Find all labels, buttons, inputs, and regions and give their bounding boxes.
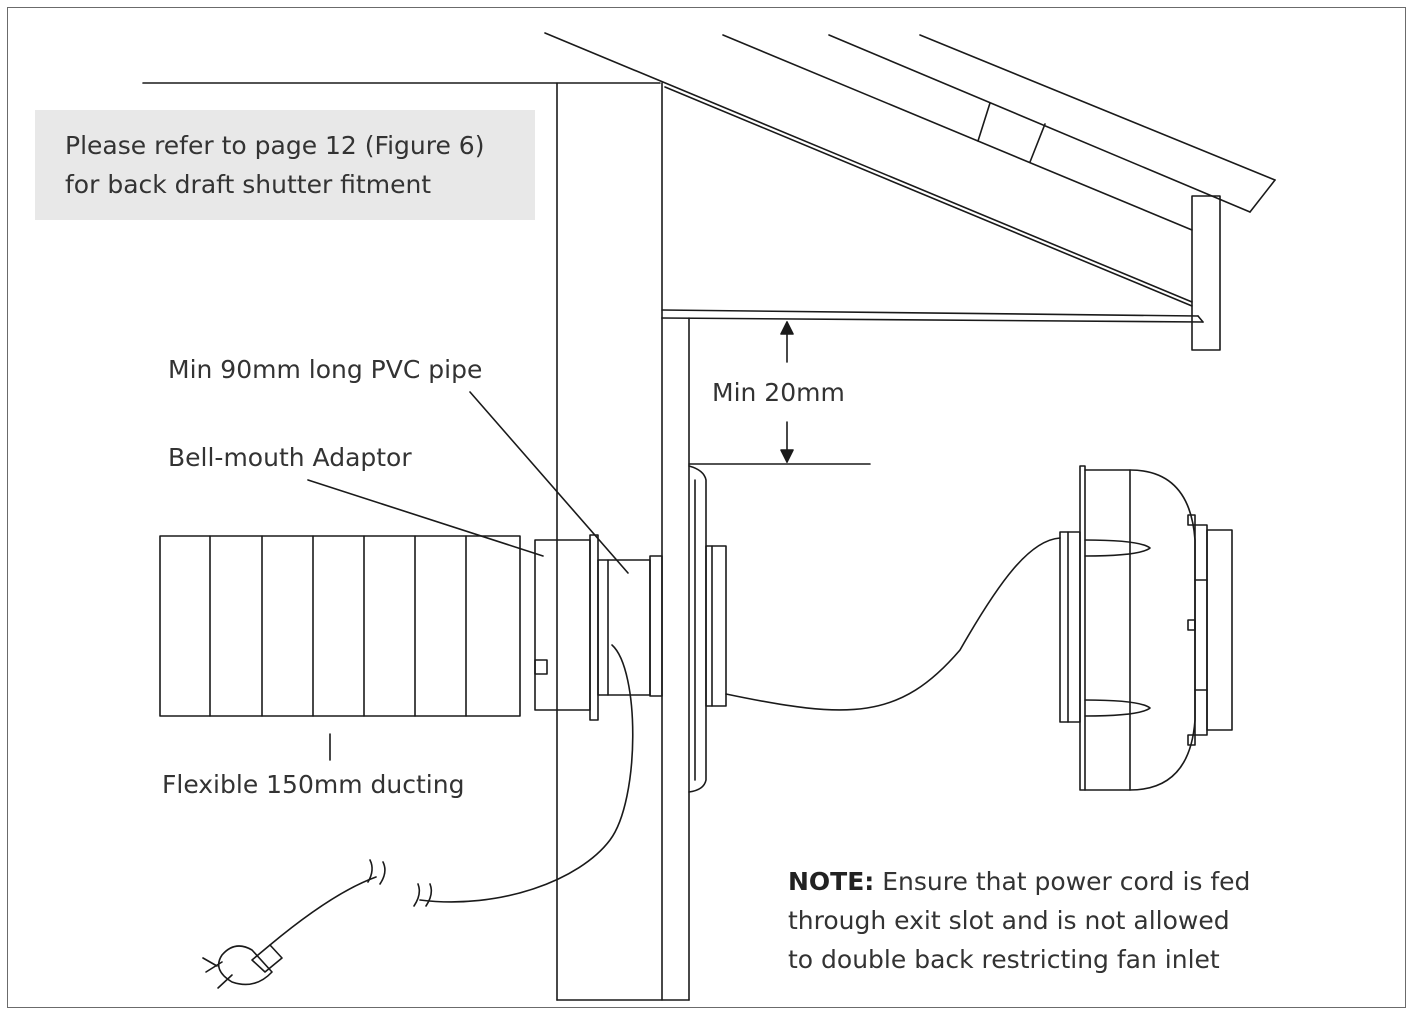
info-box-line1: Please refer to page 12 (Figure 6)	[65, 131, 485, 160]
pvc-pipe	[597, 555, 663, 697]
plug-icon	[202, 944, 283, 989]
info-box	[35, 110, 535, 220]
leader-lines	[307, 391, 629, 574]
bell-mouth-label: Bell-mouth Adaptor	[168, 443, 412, 472]
flexible-ducting	[159, 535, 521, 761]
roof	[544, 32, 1276, 351]
info-box-line2: for back draft shutter fitment	[65, 170, 432, 199]
clearance-dimension	[688, 321, 871, 465]
eave-board	[661, 309, 1204, 323]
wall-plate	[688, 465, 727, 793]
clearance-label: Min 20mm	[712, 378, 845, 407]
note-heading: NOTE:	[788, 867, 875, 896]
note-line3: to double back restricting fan inlet	[788, 945, 1220, 974]
wall	[556, 82, 690, 1001]
inline-fan	[1059, 465, 1233, 791]
diagram-frame	[7, 7, 1406, 1008]
note-line1: Ensure that power cord is fed	[882, 867, 1251, 896]
note-block: NOTE: Ensure that power cord is fed thro…	[788, 862, 1308, 979]
note-line2: through exit slot and is not allowed	[788, 906, 1230, 935]
power-cord	[269, 537, 1061, 946]
ducting-label: Flexible 150mm ducting	[162, 770, 465, 799]
pvc-pipe-label: Min 90mm long PVC pipe	[168, 355, 483, 384]
bell-mouth-adaptor	[534, 534, 599, 721]
info-box-text: Please refer to page 12 (Figure 6) for b…	[65, 126, 525, 204]
